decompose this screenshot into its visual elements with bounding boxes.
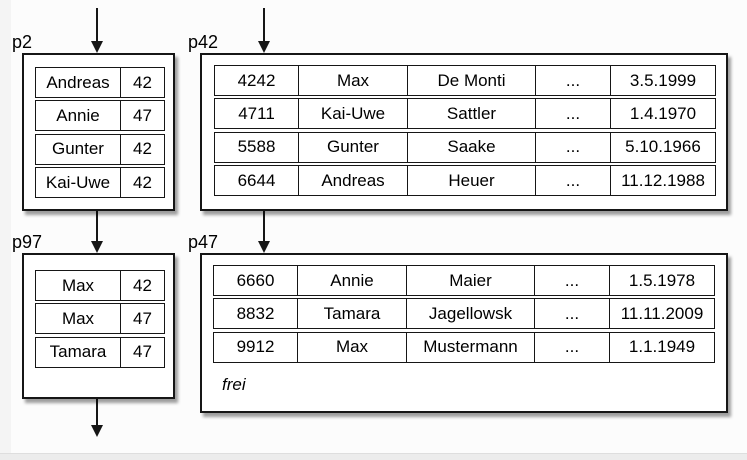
table-row: 6660 Annie Maier ... 1.5.1978 [213, 265, 715, 296]
arrow-p42-to-p47-icon [257, 211, 270, 253]
table-row: 8832 Tamara Jagellowsk ... 11.11.2009 [213, 298, 715, 330]
cell-first-name: Andreas [298, 166, 407, 196]
cell-date: 3.5.1999 [610, 66, 715, 95]
cell-page-number: 47 [120, 304, 164, 334]
cell-first-name: Annie [297, 266, 406, 295]
arrow-head [90, 425, 103, 437]
cell-last-name: Maier [406, 266, 534, 295]
cell-date: 11.12.1988 [610, 166, 715, 196]
cell-key: Andreas [46, 72, 110, 92]
table-row: Max 47 [35, 303, 165, 335]
cell-date: 5.10.1966 [610, 132, 715, 162]
cell-key: Kai-Uwe [45, 172, 111, 192]
page-label-p42: p42 [188, 32, 219, 52]
arrow-p2-to-p97-icon [90, 211, 103, 253]
cell-key: Max [61, 275, 95, 295]
bottom-edge-strip [0, 453, 747, 460]
cell-page-number: 47 [120, 337, 164, 367]
page-label-p97: p97 [12, 232, 43, 252]
arrow-head [257, 241, 270, 253]
cell-page-number: 47 [120, 101, 164, 131]
page-box-p47: 6660 Annie Maier ... 1.5.1978 8832 Tamar… [200, 253, 728, 413]
cell-date: 11.11.2009 [609, 299, 714, 329]
cell-last-name: Sattler [407, 99, 535, 129]
table-row: 4711 Kai-Uwe Sattler ... 1.4.1970 [214, 98, 716, 130]
cell-page-number: 42 [120, 271, 164, 300]
data-table-p47: 6660 Annie Maier ... 1.5.1978 8832 Tamar… [213, 265, 715, 365]
page-box-p97: Max 42 Max 47 Tamara 47 [22, 253, 175, 399]
cell-id: 6660 [236, 270, 275, 290]
cell-page-number: 42 [120, 68, 164, 97]
cell-last-name: Saake [407, 132, 535, 162]
index-table-p2: Andreas 42 Annie 47 Gunter 42 Kai-Uwe 42 [35, 67, 165, 201]
data-table-p42: 4242 Max De Monti ... 3.5.1999 4711 Kai-… [214, 65, 716, 199]
arrow-shaft [262, 211, 265, 241]
table-row: Kai-Uwe 42 [35, 167, 165, 199]
table-row: Annie 47 [35, 100, 165, 132]
arrow-into-p2-icon [90, 8, 103, 53]
page-box-p42: 4242 Max De Monti ... 3.5.1999 4711 Kai-… [200, 53, 728, 211]
table-row: Max 42 [35, 270, 165, 301]
arrow-head [90, 41, 103, 53]
cell-id: 6644 [237, 170, 276, 190]
cell-key: Annie [56, 105, 100, 125]
cell-first-name: Max [298, 66, 407, 95]
arrow-into-p42-icon [257, 8, 270, 53]
cell-last-name: De Monti [407, 66, 535, 95]
cell-ellipsis: ... [534, 266, 609, 295]
cell-first-name: Max [297, 332, 406, 362]
arrow-out-of-p97-icon [90, 399, 103, 437]
page-label-p2: p2 [12, 32, 33, 52]
cell-ellipsis: ... [535, 66, 610, 95]
arrow-shaft [262, 8, 265, 41]
page-box-p2: Andreas 42 Annie 47 Gunter 42 Kai-Uwe 42 [22, 53, 175, 211]
cell-first-name: Kai-Uwe [298, 99, 407, 129]
cell-ellipsis: ... [535, 166, 610, 196]
cell-ellipsis: ... [535, 99, 610, 129]
cell-key: Gunter [52, 139, 104, 159]
cell-id: 8832 [236, 303, 275, 323]
cell-last-name: Mustermann [406, 332, 534, 362]
cell-last-name: Jagellowsk [406, 299, 534, 329]
table-row: Gunter 42 [35, 133, 165, 165]
cell-last-name: Heuer [407, 166, 535, 196]
arrow-shaft [95, 211, 98, 241]
cell-page-number: 42 [120, 134, 164, 164]
arrow-head [257, 41, 270, 53]
cell-first-name: Gunter [298, 132, 407, 162]
table-row: Andreas 42 [35, 67, 165, 98]
table-row: 5588 Gunter Saake ... 5.10.1966 [214, 131, 716, 163]
arrow-shaft [95, 8, 98, 41]
cell-id: 5588 [237, 137, 276, 157]
cell-id: 4711 [238, 103, 275, 123]
table-row: 6644 Andreas Heuer ... 11.12.1988 [214, 165, 716, 197]
cell-date: 1.4.1970 [610, 99, 715, 129]
cell-ellipsis: ... [534, 332, 609, 362]
cell-key: Tamara [49, 342, 107, 362]
free-space-label: frei [222, 375, 246, 394]
cell-page-number: 42 [120, 168, 164, 198]
arrow-shaft [95, 399, 98, 425]
cell-first-name: Tamara [297, 299, 406, 329]
arrow-head [90, 241, 103, 253]
cell-date: 1.5.1978 [609, 266, 714, 295]
left-edge-strip [0, 0, 11, 460]
table-row: Tamara 47 [35, 336, 165, 368]
cell-ellipsis: ... [534, 299, 609, 329]
cell-id: 9912 [236, 337, 275, 357]
table-row: 9912 Max Mustermann ... 1.1.1949 [213, 331, 715, 363]
cell-ellipsis: ... [535, 132, 610, 162]
cell-id: 4242 [237, 70, 276, 90]
cell-key: Max [61, 308, 95, 328]
table-row: 4242 Max De Monti ... 3.5.1999 [214, 65, 716, 96]
cell-date: 1.1.1949 [609, 332, 714, 362]
page-label-p47: p47 [188, 232, 219, 252]
index-table-p97: Max 42 Max 47 Tamara 47 [35, 270, 165, 370]
